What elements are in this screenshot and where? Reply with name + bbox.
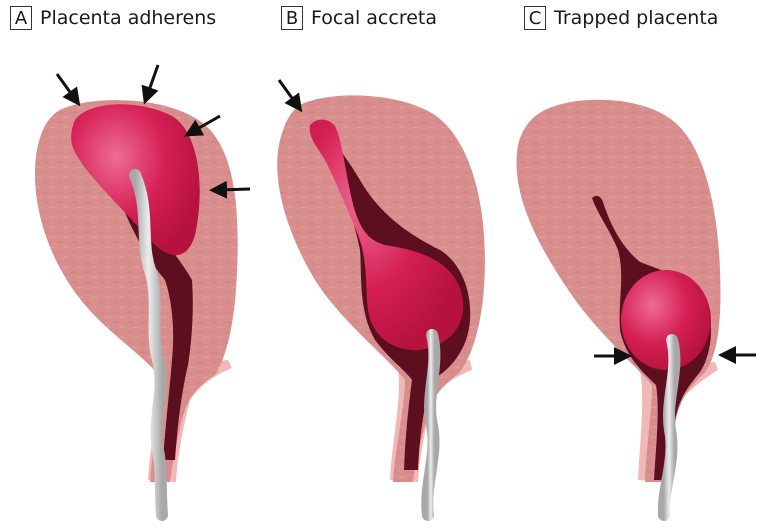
panel-a-figure (35, 65, 250, 515)
arrow-icon (279, 80, 297, 105)
cord-b (427, 335, 434, 515)
arrow-icon (218, 189, 250, 190)
panel-b-figure (277, 80, 485, 515)
placenta-c (621, 270, 711, 370)
arrow-icon (57, 74, 75, 99)
arrow-icon (147, 65, 158, 96)
panel-c-figure (516, 100, 756, 515)
